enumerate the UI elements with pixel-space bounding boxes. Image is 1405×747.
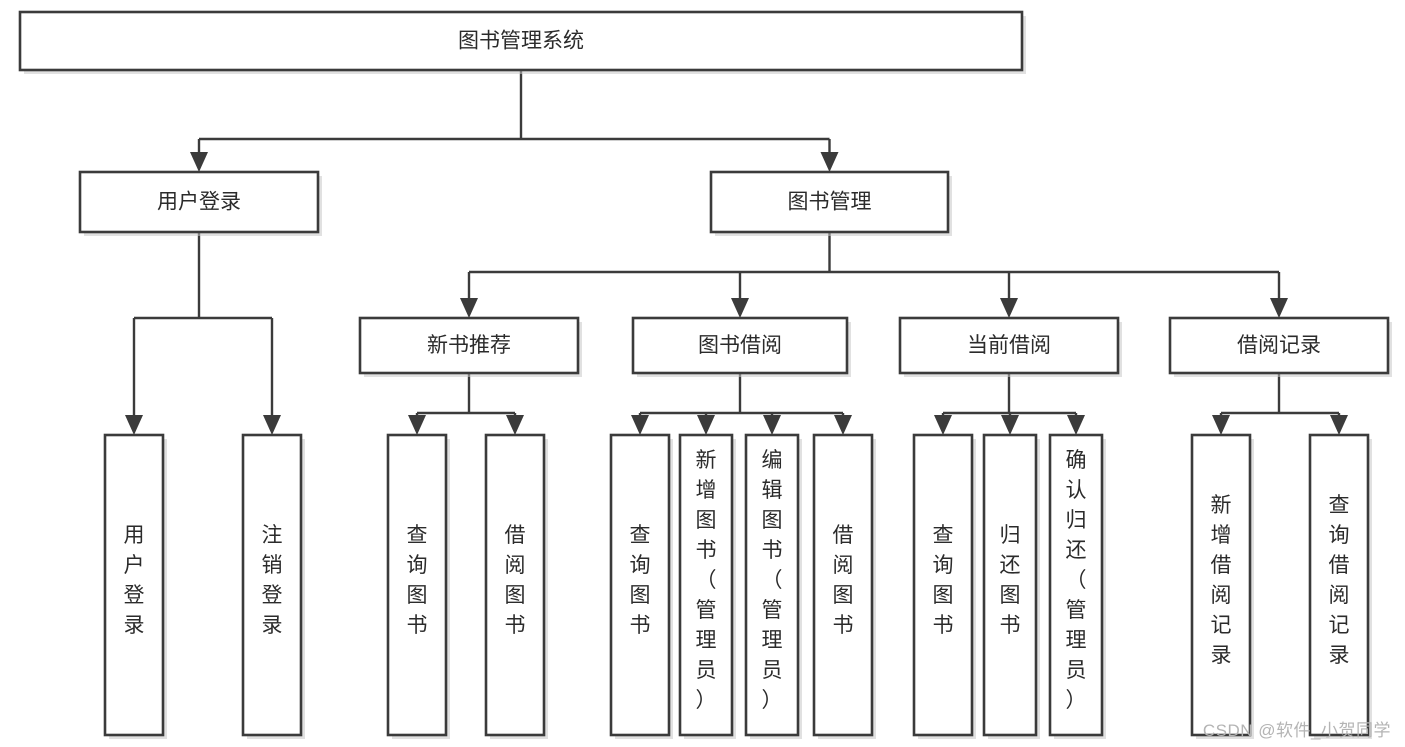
node-edit-book-admin[interactable]: 编辑图书（管理员） — [744, 433, 800, 737]
node-label: 当前借阅 — [967, 334, 1051, 357]
node-query-borrow-record[interactable]: 查询借阅记录 — [1308, 433, 1370, 737]
node-label: 新书推荐 — [427, 334, 511, 357]
node-rect[interactable] — [678, 433, 734, 737]
arrow-head — [1000, 298, 1018, 318]
node-label: 归还图书 — [1000, 524, 1021, 637]
arrow-head — [1270, 298, 1288, 318]
node-query-book-2[interactable]: 查询图书 — [609, 433, 671, 737]
node-rect[interactable] — [1168, 316, 1390, 375]
node-rect[interactable] — [358, 316, 580, 375]
node-borrow-book-2[interactable]: 借阅图书 — [812, 433, 874, 737]
node-return-book[interactable]: 归还图书 — [982, 433, 1038, 737]
node-rect[interactable] — [1308, 433, 1370, 737]
node-borrow-book-1[interactable]: 借阅图书 — [484, 433, 546, 737]
node-label: 图书管理系统 — [458, 30, 584, 53]
node-rect[interactable] — [1190, 433, 1252, 737]
node-label: 用户登录 — [157, 191, 241, 214]
connectors-layer — [125, 70, 1348, 435]
node-label: 借阅记录 — [1237, 334, 1321, 357]
node-label: 编辑图书（管理员） — [762, 449, 783, 712]
arrow-head — [763, 415, 781, 435]
arrow-head — [631, 415, 649, 435]
node-label: 新增图书（管理员） — [696, 449, 717, 712]
node-label: 查询借阅记录 — [1329, 494, 1350, 667]
node-rect[interactable] — [78, 170, 320, 234]
node-current-borrow[interactable]: 当前借阅 — [898, 316, 1120, 375]
node-rect[interactable] — [1048, 433, 1104, 737]
node-rect[interactable] — [912, 433, 974, 737]
arrow-head — [125, 415, 143, 435]
arrow-head — [263, 415, 281, 435]
node-rect[interactable] — [609, 433, 671, 737]
node-add-book-admin[interactable]: 新增图书（管理员） — [678, 433, 734, 737]
node-user-login-leaf[interactable]: 用户登录 — [103, 433, 165, 737]
node-label: 图书管理 — [788, 191, 872, 214]
node-book-borrow[interactable]: 图书借阅 — [631, 316, 849, 375]
node-rect[interactable] — [18, 10, 1024, 72]
node-user-logout-leaf[interactable]: 注销登录 — [241, 433, 303, 737]
node-label: 图书借阅 — [698, 334, 782, 357]
node-user-login[interactable]: 用户登录 — [78, 170, 320, 234]
node-rect[interactable] — [484, 433, 546, 737]
arrow-head — [1067, 415, 1085, 435]
node-rect[interactable] — [631, 316, 849, 375]
arrow-head — [1001, 415, 1019, 435]
arrow-head — [408, 415, 426, 435]
arrow-head — [934, 415, 952, 435]
node-label: 新增借阅记录 — [1211, 494, 1232, 667]
node-label: 借阅图书 — [505, 524, 526, 637]
node-label: 查询图书 — [630, 524, 651, 637]
node-rect[interactable] — [812, 433, 874, 737]
node-label: 确认归还（管理员） — [1066, 449, 1087, 712]
node-label: 查询图书 — [407, 524, 428, 637]
arrow-head — [190, 152, 208, 172]
node-rect[interactable] — [241, 433, 303, 737]
arrow-head — [460, 298, 478, 318]
arrow-head — [1330, 415, 1348, 435]
arrow-head — [697, 415, 715, 435]
node-rect[interactable] — [898, 316, 1120, 375]
node-new-book-recommend[interactable]: 新书推荐 — [358, 316, 580, 375]
arrow-head — [506, 415, 524, 435]
arrow-head — [731, 298, 749, 318]
arrow-head — [820, 152, 839, 172]
node-label: 查询图书 — [933, 524, 954, 637]
node-book-management[interactable]: 图书管理 — [709, 170, 950, 234]
node-query-book-3[interactable]: 查询图书 — [912, 433, 974, 737]
node-borrow-record[interactable]: 借阅记录 — [1168, 316, 1390, 375]
node-add-borrow-record[interactable]: 新增借阅记录 — [1190, 433, 1252, 737]
node-rect[interactable] — [103, 433, 165, 737]
node-label: 借阅图书 — [833, 524, 854, 637]
arrow-head — [834, 415, 852, 435]
node-rect[interactable] — [386, 433, 448, 737]
node-confirm-return-admin[interactable]: 确认归还（管理员） — [1048, 433, 1104, 737]
node-rect[interactable] — [982, 433, 1038, 737]
arrow-head — [1212, 415, 1230, 435]
node-rect[interactable] — [744, 433, 800, 737]
node-query-book-1[interactable]: 查询图书 — [386, 433, 448, 737]
node-label: 用户登录 — [124, 524, 145, 637]
nodes-layer: 图书管理系统用户登录图书管理用户登录注销登录新书推荐查询图书借阅图书图书借阅查询… — [18, 10, 1392, 739]
node-rect[interactable] — [709, 170, 950, 234]
node-label: 注销登录 — [262, 524, 283, 637]
node-root-system[interactable]: 图书管理系统 — [18, 10, 1024, 72]
